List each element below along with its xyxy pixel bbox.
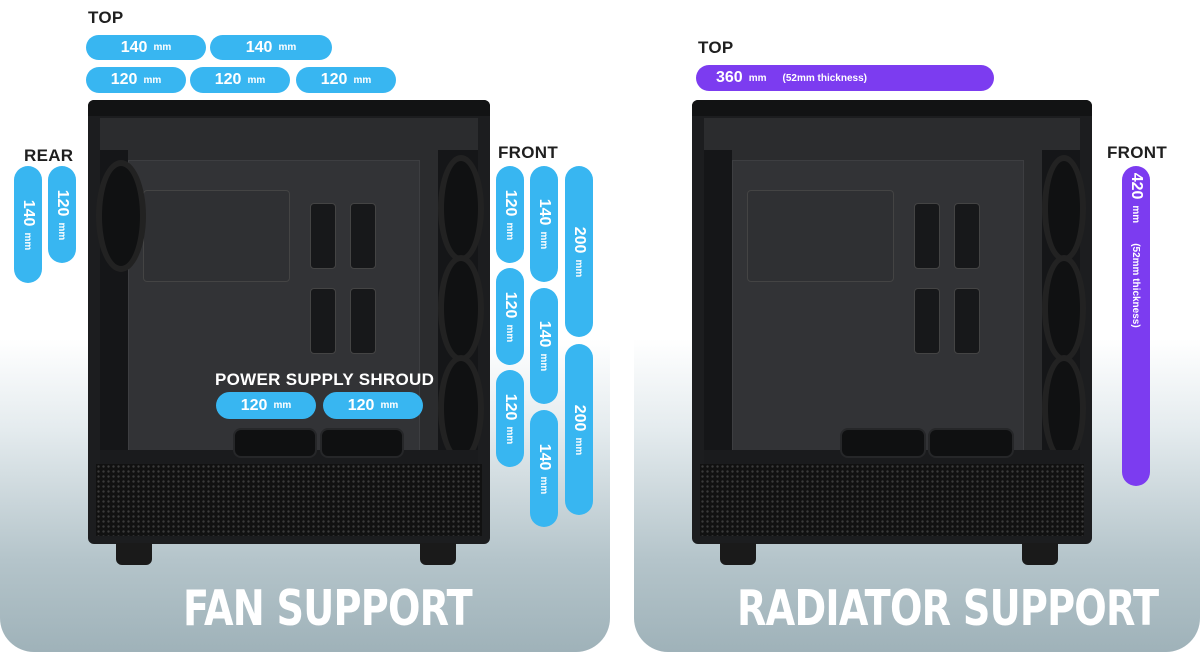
radiator-front-label: FRONT [1107,143,1168,162]
radiator-support-title: RADIATOR SUPPORT [737,580,1159,637]
fan-rear-label: REAR [24,146,74,165]
case-foot-left [116,543,152,565]
fan-support-title: FAN SUPPORT [183,580,473,637]
case-foot-left [720,543,756,565]
fan-top-label: TOP [88,8,124,27]
fan-case-image [88,100,490,544]
radiator-top-label: TOP [698,38,734,57]
fan-shroud-label: POWER SUPPLY SHROUD [215,370,435,389]
radiator-case-image [692,100,1092,544]
fan-front-label: FRONT [498,143,559,162]
case-foot-right [1022,543,1058,565]
case-foot-right [420,543,456,565]
